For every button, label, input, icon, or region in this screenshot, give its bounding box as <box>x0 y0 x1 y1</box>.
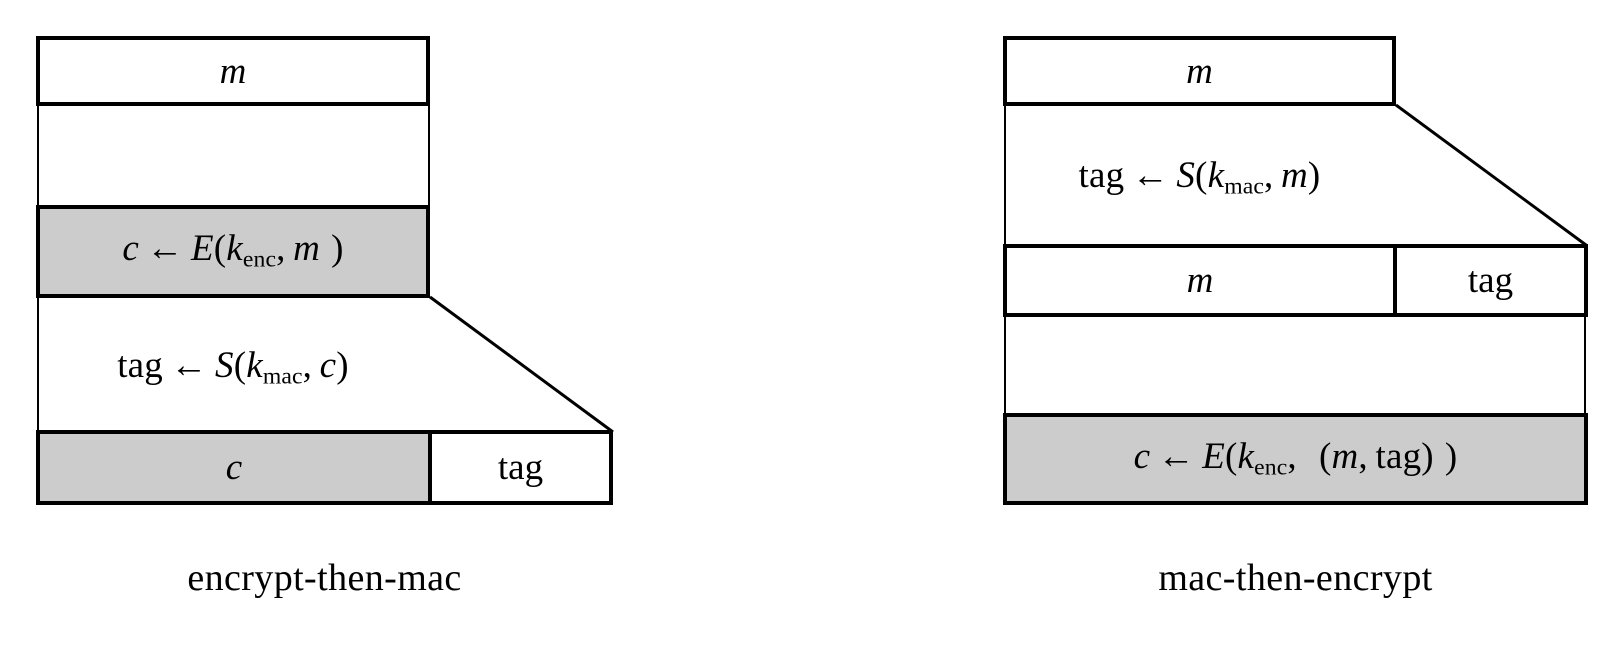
left-encrypt-expression: c←E(kenc, m) <box>122 228 344 273</box>
right-intermediate-cell-tag: tag <box>1393 244 1588 317</box>
left-output-cell-ciphertext: c <box>36 430 432 505</box>
left-message-label: m <box>219 50 247 92</box>
left-message-box: m <box>36 36 430 106</box>
right-diagram-left-wall-upper <box>1004 104 1006 246</box>
right-mac-expression: tag←S(kmac, m) <box>1078 154 1321 200</box>
left-encrypt-box: c←E(kenc, m) <box>36 205 430 298</box>
left-funnel-wall-lower <box>37 296 39 432</box>
right-intermediate-message-label: m <box>1186 260 1214 301</box>
right-message-box: m <box>1003 36 1396 106</box>
left-caption: encrypt-then-mac <box>187 557 462 599</box>
right-intermediate-cell-message: m <box>1003 244 1397 317</box>
left-output-ciphertext-label: c <box>225 447 243 488</box>
right-message-label: m <box>1186 50 1213 92</box>
left-output-tag-label: tag <box>497 447 544 488</box>
right-encrypt-box: c←E(kenc,(m, tag)) <box>1003 413 1588 505</box>
right-diagram-left-wall-lower <box>1004 315 1006 415</box>
right-mac-expression-region: tag←S(kmac, m) <box>1003 140 1396 214</box>
right-intermediate-tag-label: tag <box>1467 260 1514 301</box>
left-mac-expression-region: tag←S(kmac, c) <box>36 330 430 404</box>
right-diagram-right-wall-lower <box>1584 315 1586 415</box>
left-funnel-wall-upper <box>37 104 39 208</box>
right-caption: mac-then-encrypt <box>1158 557 1433 599</box>
left-output-cell-tag: tag <box>428 430 613 505</box>
right-encrypt-expression: c←E(kenc,(m, tag)) <box>1133 435 1458 481</box>
right-funnel-wall-upper <box>428 104 430 208</box>
left-mac-expression: tag←S(kmac, c) <box>117 344 349 390</box>
